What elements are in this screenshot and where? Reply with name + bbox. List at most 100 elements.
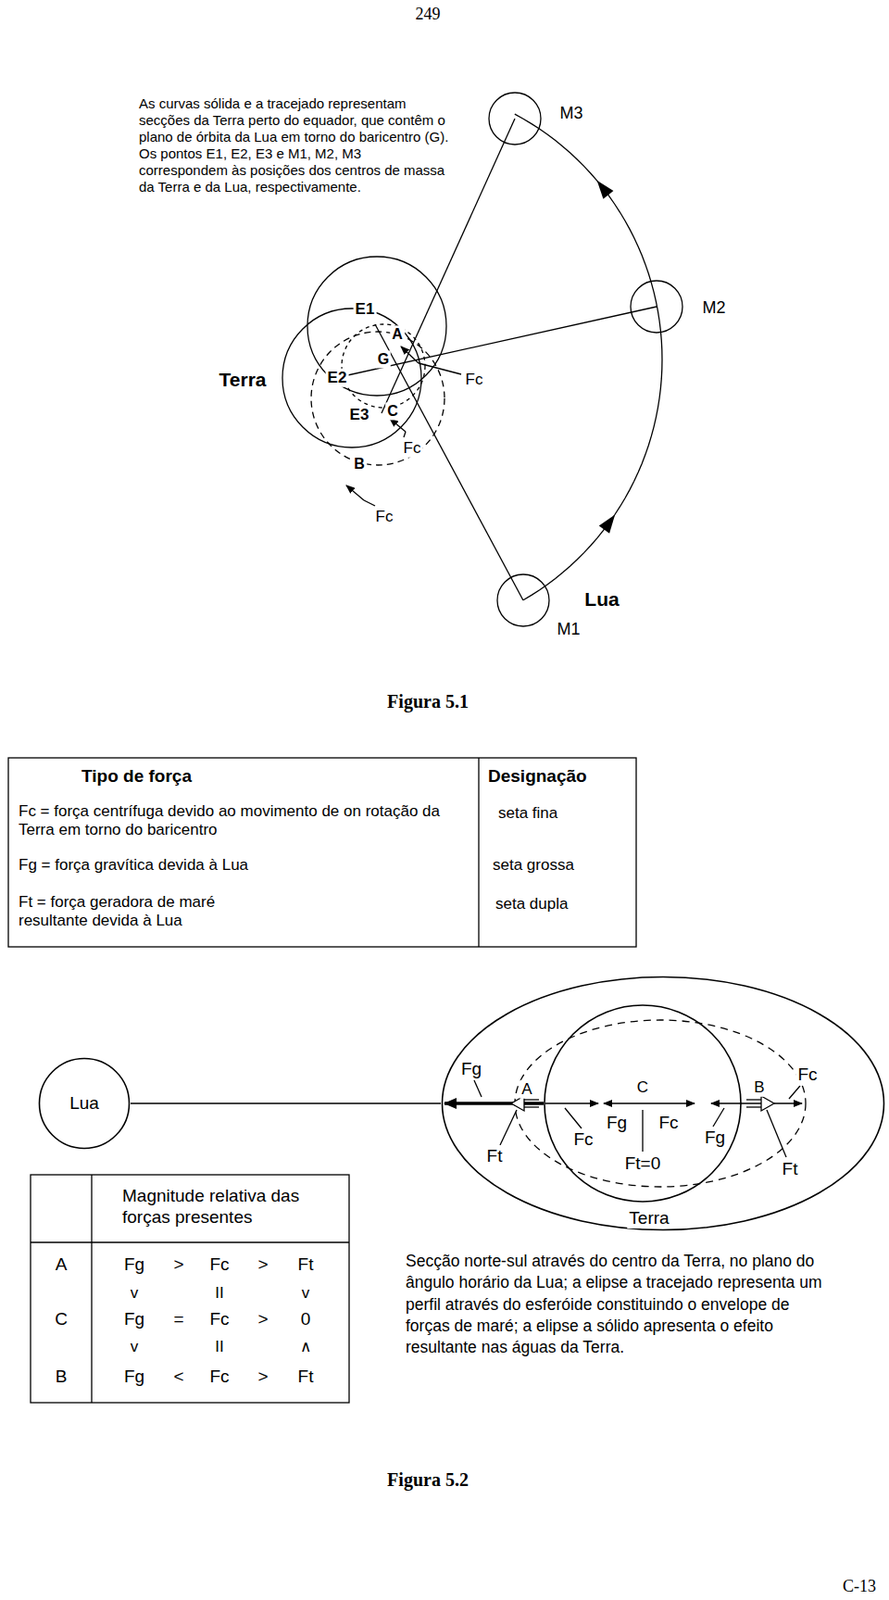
leader-line xyxy=(403,431,406,438)
force-label: Fg xyxy=(459,1058,484,1080)
force-label: Fc xyxy=(401,438,424,458)
body-label: Lua xyxy=(582,587,621,611)
table-cell: Fg = força gravítica devida à Lua xyxy=(18,855,249,875)
force-label: Fg xyxy=(702,1126,727,1149)
force-label: Ft xyxy=(485,1145,505,1167)
table-cell: Fg xyxy=(124,1365,145,1388)
table-cell: seta fina xyxy=(498,803,558,823)
node-label: Terra xyxy=(626,1207,671,1228)
table-cell: Fc xyxy=(209,1308,229,1330)
moon-earth-line xyxy=(375,324,524,601)
table-cell: > xyxy=(257,1365,268,1388)
point-label: A xyxy=(389,325,405,343)
force-label: Fc xyxy=(463,370,486,389)
position-label: E1 xyxy=(353,300,377,319)
point-label: B xyxy=(351,454,367,473)
position-label: M3 xyxy=(557,103,585,125)
point-label: A xyxy=(519,1079,534,1099)
table-rule xyxy=(30,1240,350,1242)
tide-arrow xyxy=(746,1095,775,1111)
page-code: C-13 xyxy=(842,1576,877,1597)
earth-section xyxy=(544,1004,741,1202)
point-label: B xyxy=(751,1077,766,1097)
leader-line xyxy=(363,500,376,506)
moon-orbit xyxy=(514,113,663,601)
table-cell: II xyxy=(214,1337,224,1356)
table-cell: seta grossa xyxy=(492,855,575,875)
table-header: Tipo de força xyxy=(81,765,192,788)
node-label: Lua xyxy=(67,1092,101,1114)
force-arrow xyxy=(400,346,419,364)
connector-line xyxy=(130,1101,441,1104)
force-label: Ft xyxy=(780,1158,801,1180)
figure-caption: Figura 5.2 xyxy=(387,1467,469,1491)
centrifugal-arrow xyxy=(642,1101,695,1103)
orbit-arrowhead xyxy=(597,180,614,200)
table-cell: Fc xyxy=(209,1365,229,1388)
centrifugal-arrow xyxy=(545,1101,599,1103)
position-label: E2 xyxy=(325,368,350,388)
figure-note: As curvas sólida e a tracejado represent… xyxy=(138,95,450,196)
tide-force-envelope xyxy=(514,1019,806,1187)
position-label: M2 xyxy=(700,298,727,319)
force-arrow xyxy=(389,418,406,432)
table-cell: v xyxy=(130,1337,139,1356)
table-cell: Ft xyxy=(298,1253,314,1276)
table-cell: > xyxy=(257,1253,268,1276)
table-border xyxy=(30,1174,350,1403)
table-cell: II xyxy=(214,1283,224,1303)
earth-position-1 xyxy=(307,256,447,396)
position-label: E3 xyxy=(348,405,372,425)
table-cell: v xyxy=(301,1283,311,1303)
figure-caption: Figura 5.1 xyxy=(387,689,469,713)
table-cell: Fg xyxy=(124,1253,145,1276)
table-cell: = xyxy=(173,1308,184,1330)
table-cell: < xyxy=(173,1365,184,1388)
table-header: Magnitude relativa das forças presentes xyxy=(122,1185,336,1228)
figure-note: Secção norte-sul através do centro da Te… xyxy=(405,1250,823,1358)
force-label: Fc xyxy=(374,507,396,526)
table-header: Designação xyxy=(488,765,588,788)
moon-circle: Lua xyxy=(37,1056,131,1150)
earth-position-3 xyxy=(311,331,445,465)
table-cell: Fc = força centrífuga devido ao moviment… xyxy=(18,801,473,840)
earth-position-2 xyxy=(282,308,422,448)
row-label: C xyxy=(54,1308,68,1330)
table-rule xyxy=(90,1174,92,1403)
gravity-arrow xyxy=(603,1101,643,1103)
earth-waters-ellipse: Terra xyxy=(440,975,886,1231)
table-cell: > xyxy=(173,1253,184,1276)
page-number: 249 xyxy=(415,4,441,26)
point-label: G xyxy=(375,350,391,368)
force-label: Fc xyxy=(795,1064,819,1086)
point-label: C xyxy=(635,1077,651,1097)
orbit-arrowhead xyxy=(599,513,615,533)
table-cell: Ft xyxy=(298,1365,314,1388)
position-label: M1 xyxy=(554,619,582,640)
force-label: Ft=0 xyxy=(623,1152,664,1175)
gravity-arrow xyxy=(711,1101,742,1103)
table-cell: ∧ xyxy=(300,1337,312,1356)
body-label: Terra xyxy=(217,367,269,391)
table-rule xyxy=(477,757,479,947)
node-outline xyxy=(440,975,886,1231)
row-label: A xyxy=(55,1253,68,1276)
leader-line xyxy=(418,363,462,375)
table-cell: 0 xyxy=(300,1308,312,1330)
gravity-arrow xyxy=(444,1101,544,1105)
table-cell: seta dupla xyxy=(495,894,568,914)
table-cell: Ft = força geradora de maré resultante d… xyxy=(18,892,288,931)
force-label: Fc xyxy=(571,1128,595,1151)
force-arrow xyxy=(346,485,364,501)
table-cell: Fg xyxy=(124,1308,145,1330)
row-label: B xyxy=(55,1365,68,1388)
table-cell: v xyxy=(130,1283,139,1303)
point-label: C xyxy=(385,401,401,420)
force-label: Fc xyxy=(656,1112,680,1134)
table-cell: > xyxy=(257,1308,268,1330)
table-cell: Fc xyxy=(209,1253,229,1276)
force-label: Fg xyxy=(604,1112,629,1134)
